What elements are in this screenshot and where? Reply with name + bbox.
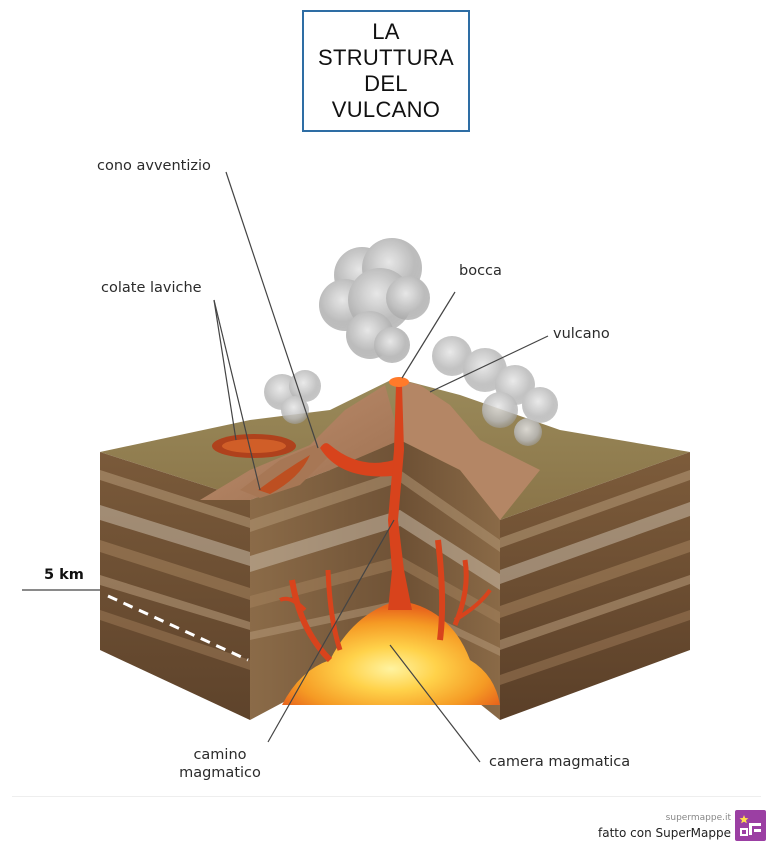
main-conduit xyxy=(388,385,412,610)
label-cono-avventizio: cono avventizio xyxy=(97,158,211,174)
volcano-cone-left xyxy=(200,385,400,500)
footer-divider xyxy=(12,796,761,797)
volcano-cone-right xyxy=(400,380,540,520)
conduit-branch-left xyxy=(320,443,394,477)
label-camera-magmatica: camera magmatica xyxy=(489,754,631,770)
depth-dashed-line xyxy=(107,594,249,662)
leader-cono-avventizio xyxy=(225,171,319,449)
title-line-3: DEL xyxy=(364,71,408,96)
footer-site[interactable]: supermappe.it xyxy=(665,813,731,823)
lava-flow-2 xyxy=(258,455,310,494)
label-5km: 5 km xyxy=(44,567,84,583)
smoke-plume-main xyxy=(319,238,430,363)
label-camino-line1: camino xyxy=(193,747,247,763)
lava-branch-right-1 xyxy=(435,539,446,641)
right-strata xyxy=(500,470,690,685)
label-colate-laviche: colate laviche xyxy=(101,280,202,296)
leader-camino xyxy=(267,519,395,743)
label-camino-magmatico: camino magmatico xyxy=(168,746,272,782)
title-line-1: LA xyxy=(372,19,400,44)
logo-mark-icon xyxy=(739,815,761,836)
leader-camera xyxy=(389,644,481,763)
leader-colate-laviche-2 xyxy=(213,299,261,491)
left-strata xyxy=(100,470,250,670)
smoke-plume-left xyxy=(264,370,321,424)
lava-branch-right-3 xyxy=(453,588,492,622)
lava-flow-1-core xyxy=(222,439,286,453)
title-line-2: STRUTTURA xyxy=(318,45,454,70)
lava-branch-left-3 xyxy=(279,596,307,612)
label-bocca: bocca xyxy=(459,263,502,279)
footer-credit[interactable]: fatto con SuperMappe xyxy=(598,826,731,840)
leader-bocca xyxy=(401,291,456,379)
crater-glow xyxy=(389,377,409,387)
title-box: LA STRUTTURA DEL VULCANO xyxy=(302,10,470,132)
lava-branch-left-2 xyxy=(325,569,343,651)
label-camino-line2: magmatico xyxy=(179,765,261,781)
supermappe-logo-icon xyxy=(735,810,766,841)
leader-colate-laviche-1 xyxy=(213,299,237,441)
lava-branch-left-1 xyxy=(289,579,333,663)
leader-vulcano xyxy=(429,335,549,393)
title-line-4: VULCANO xyxy=(331,97,441,122)
smoke-plume-right xyxy=(432,336,558,446)
magma-chamber xyxy=(282,601,500,705)
label-vulcano: vulcano xyxy=(553,326,610,342)
